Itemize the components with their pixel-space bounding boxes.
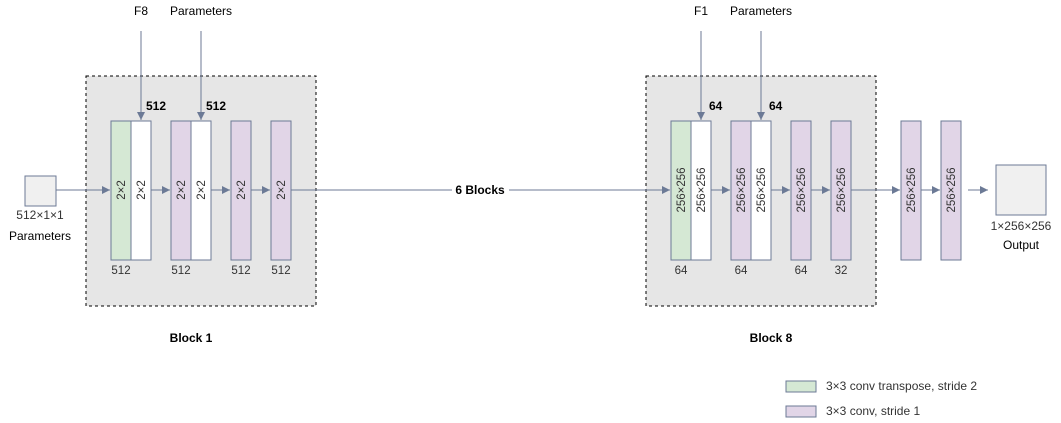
legend: 3×3 conv transpose, stride 2 3×3 conv, s… (785, 379, 977, 418)
legend-swatch-transpose (785, 380, 817, 393)
output-box (995, 164, 1047, 216)
block1-input-parameters-label: Parameters (170, 4, 232, 18)
legend-swatch-conv (785, 405, 817, 418)
block1-parameters-channels: 512 (206, 99, 226, 113)
block8-title: Block 8 (750, 331, 793, 345)
input-box (24, 175, 57, 207)
block8-layer-5: 256×256 (790, 120, 812, 261)
block1-channel-2: 512 (171, 265, 190, 277)
block1-channel-4: 512 (271, 265, 290, 277)
block8-layer-6: 256×256 (830, 120, 852, 261)
block1-f8-channels: 512 (146, 99, 166, 113)
block1-layer-3: 2×2 (170, 120, 192, 261)
output-size-label: 1×256×256 (991, 219, 1052, 233)
block8-layer-5-label: 256×256 (796, 167, 808, 212)
block1-layer-1-label: 2×2 (116, 180, 128, 200)
block8-layer-2-label: 256×256 (696, 167, 708, 212)
output-label: Output (1003, 238, 1040, 252)
block8-layer-1-label: 256×256 (676, 167, 688, 212)
block8-input-f1-label: F1 (694, 4, 708, 18)
block8-channel-1: 64 (675, 265, 688, 277)
block8-layer-4-label: 256×256 (756, 167, 768, 212)
block1-layer-2-label: 2×2 (136, 180, 148, 200)
block1-layer-1: 2×2 (110, 120, 132, 261)
block1-layer-4-label: 2×2 (196, 180, 208, 200)
input-size-label: 512×1×1 (16, 208, 64, 222)
extra-layer-2-label: 256×256 (946, 167, 958, 212)
extra-layer-1-label: 256×256 (906, 167, 918, 212)
block8-channel-2: 64 (735, 265, 748, 277)
middle-blocks-label: 6 Blocks (455, 183, 505, 197)
block1-layer-6: 2×2 (270, 120, 292, 261)
block8-f1-channels: 64 (709, 99, 723, 113)
block8-layer-3-label: 256×256 (736, 167, 748, 212)
block1-title: Block 1 (170, 331, 213, 345)
block8-layer-2: 256×256 (690, 120, 712, 261)
extra-layer-1: 256×256 (900, 120, 922, 261)
block1-layer-6-label: 2×2 (276, 180, 288, 200)
block8-layer-4: 256×256 (750, 120, 772, 261)
input-parameters-label: Parameters (9, 229, 71, 243)
block8-channel-4: 32 (835, 265, 848, 277)
block8-layer-3: 256×256 (730, 120, 752, 261)
block8-parameters-channels: 64 (769, 99, 783, 113)
block8-layer-6-label: 256×256 (836, 167, 848, 212)
legend-label-conv: 3×3 conv, stride 1 (826, 404, 920, 418)
legend-label-transpose: 3×3 conv transpose, stride 2 (826, 379, 977, 393)
block1-channel-3: 512 (231, 265, 250, 277)
block1-layer-2: 2×2 (130, 120, 152, 261)
block8-channel-3: 64 (795, 265, 808, 277)
block8-input-parameters-label: Parameters (730, 4, 792, 18)
extra-layer-2: 256×256 (940, 120, 962, 261)
block1-channel-1: 512 (111, 265, 130, 277)
block1-layer-3-label: 2×2 (176, 180, 188, 200)
block1-layer-5: 2×2 (230, 120, 252, 261)
block1-layer-5-label: 2×2 (236, 180, 248, 200)
block1-input-f8-label: F8 (134, 4, 148, 18)
block1-layer-4: 2×2 (190, 120, 212, 261)
block8-layer-1: 256×256 (670, 120, 692, 261)
extra-layer-2-rect (940, 120, 962, 261)
